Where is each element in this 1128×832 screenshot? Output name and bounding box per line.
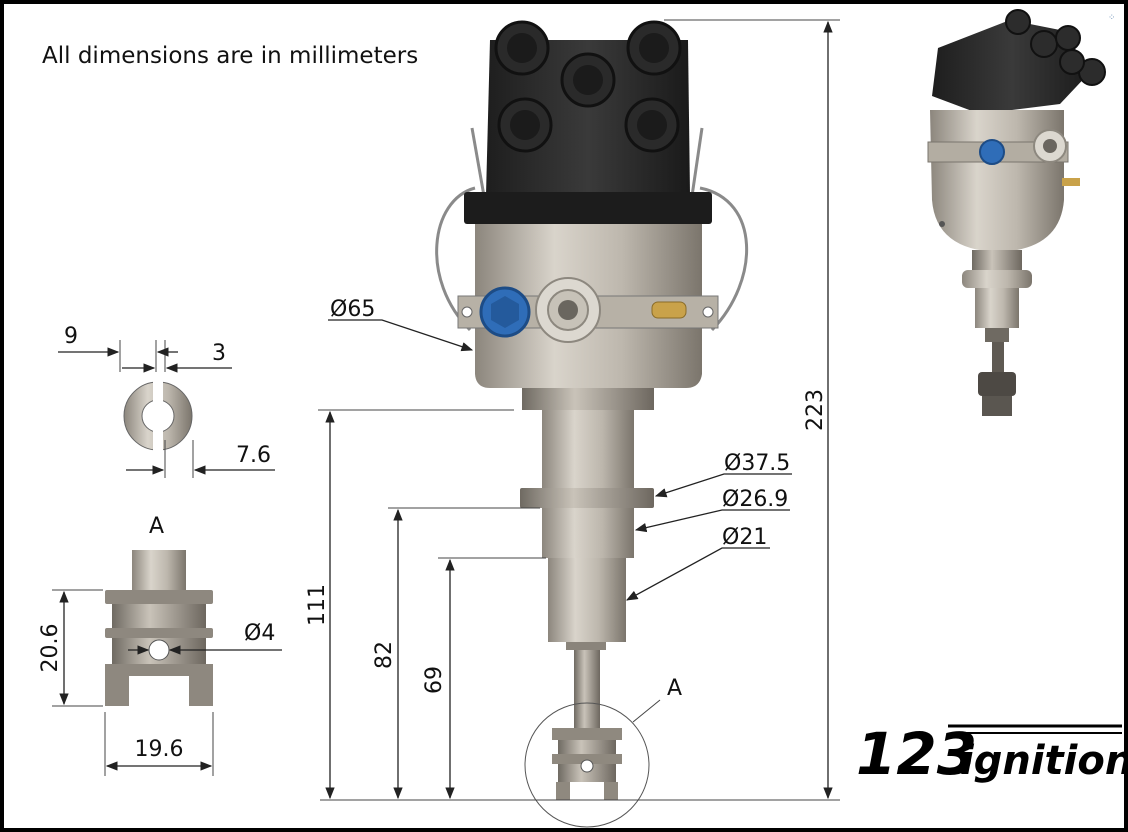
dim-detail-width: 19.6 — [135, 737, 184, 762]
corner-mark-icon: ⁘ — [1108, 13, 1116, 23]
brand-logo: 123 ignition — [856, 720, 1128, 788]
blue-bolt — [479, 286, 531, 338]
dim-height-82: 82 — [372, 641, 397, 669]
brass-terminal — [651, 301, 687, 319]
dim-detail-hole: Ø4 — [244, 621, 275, 646]
drive-shaft — [574, 650, 600, 730]
detail-a-title: A — [149, 514, 164, 539]
brand-number: 123 — [856, 720, 977, 788]
dim-ring-9: 9 — [64, 324, 78, 349]
shaft-upper — [542, 410, 634, 488]
units-note: All dimensions are in millimeters — [42, 43, 418, 69]
dim-shaft-lower-diameter: Ø21 — [722, 525, 767, 550]
cable-gland — [535, 277, 601, 343]
cap-terminals — [494, 20, 682, 153]
dim-detail-height: 20.6 — [38, 624, 63, 673]
dim-overall-height: 223 — [803, 389, 828, 431]
dim-ring-3: 3 — [212, 341, 226, 366]
dim-height-69: 69 — [422, 666, 447, 694]
dim-ring-7-6: 7.6 — [236, 443, 271, 468]
detail-callout-label: A — [667, 676, 682, 701]
dim-shaft-height: 111 — [305, 584, 330, 626]
distributor-cap — [486, 40, 690, 195]
flange — [520, 488, 654, 508]
dim-flange-diameter: Ø37.5 — [724, 451, 790, 476]
detail-a-circle — [524, 702, 650, 828]
ring-detail: 9 3 7.6 — [58, 324, 275, 478]
shaft-lower — [548, 558, 626, 642]
detail-a-view: A 20.6 Ø4 19.6 — [38, 514, 282, 776]
dim-shaft-upper-diameter: Ø26.9 — [722, 487, 788, 512]
brand-word: ignition — [960, 738, 1128, 784]
main-dimensions: 223 111 82 69 Ø65 Ø37.5 Ø26.9 Ø21 A — [305, 19, 840, 801]
distributor-main-view — [435, 20, 749, 828]
isometric-view — [927, 9, 1106, 416]
dim-body-diameter: Ø65 — [330, 297, 375, 322]
